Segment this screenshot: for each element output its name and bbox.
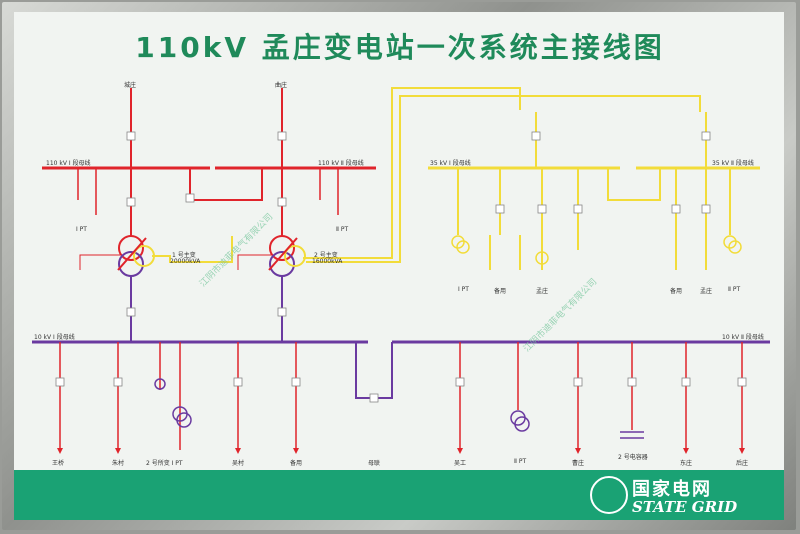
label-line-left-top: 城庄: [124, 82, 137, 89]
label-bus35-2: 35 kV Ⅱ 段母线: [712, 160, 754, 167]
brand-cn: 国家电网: [632, 479, 712, 500]
pt-110-branches: [77, 168, 339, 215]
label-tx1-cap: 20000kVA: [170, 258, 201, 265]
feeders-10: [59, 342, 743, 450]
label-f10-0: 王桥: [52, 460, 65, 467]
label-f10-9: 2 号电容器: [618, 454, 648, 461]
label-f10-2: 2 号所变 Ⅰ PT: [146, 460, 183, 467]
label-f10-4: 备用: [290, 460, 303, 467]
label-f10-3: 吴村: [232, 460, 245, 467]
brand-en: STATE GRID: [632, 498, 738, 516]
transformer-2: [268, 235, 306, 277]
label-pt35-2: Ⅱ PT: [728, 286, 741, 293]
label-bus110-1: 110 kV Ⅰ 段母线: [46, 160, 91, 167]
label-b35-1: 备用: [494, 288, 507, 295]
label-f10-8: 曹庄: [572, 460, 585, 467]
label-bus10-1: 10 kV Ⅰ 段母线: [34, 334, 75, 341]
label-f10-1: 朱村: [112, 460, 125, 467]
pt-10-symbols: [154, 378, 530, 432]
feeder-arrows: [57, 448, 745, 454]
label-tx2-cap: 16000kVA: [312, 258, 343, 265]
label-f10-11: 后庄: [736, 460, 749, 467]
label-pt110-1: Ⅰ PT: [76, 226, 87, 233]
label-b35-4: 孟庄: [700, 288, 713, 295]
pt-35-symbols: [451, 235, 742, 265]
neutral-branches: [79, 254, 271, 270]
footer-band: [14, 470, 784, 520]
label-bus35-1: 35 kV Ⅰ 段母线: [430, 160, 471, 167]
feeders-35: [457, 112, 731, 270]
state-grid-logo-icon: [590, 476, 628, 514]
label-bus110-2: 110 kV Ⅱ 段母线: [318, 160, 364, 167]
transformer-1: [117, 235, 155, 277]
label-f10-5: 母联: [368, 460, 381, 467]
label-b35-2: 孟庄: [536, 288, 549, 295]
label-f10-10: 东庄: [680, 460, 693, 467]
switch-boxes: [55, 131, 747, 403]
bus-tie-10: [355, 342, 393, 399]
label-pt35-1: Ⅰ PT: [458, 286, 469, 293]
diagram-title: 110kV 孟庄变电站一次系统主接线图: [135, 31, 665, 64]
label-f10-7: Ⅱ PT: [514, 458, 527, 465]
label-pt110-2: Ⅱ PT: [336, 226, 349, 233]
label-line-right-top: 曲庄: [275, 82, 288, 89]
label-f10-6: 吴工: [454, 460, 467, 467]
capacitor-symbol: [620, 431, 644, 439]
label-tx1-name: 1 号主变: [172, 252, 196, 259]
label-b35-3: 备用: [670, 288, 683, 295]
label-bus10-2: 10 kV Ⅱ 段母线: [722, 334, 764, 341]
tx-35kv-links: [152, 87, 701, 263]
bus-tie-110: [189, 168, 263, 201]
label-tx2-name: 2 号主变: [314, 252, 338, 259]
